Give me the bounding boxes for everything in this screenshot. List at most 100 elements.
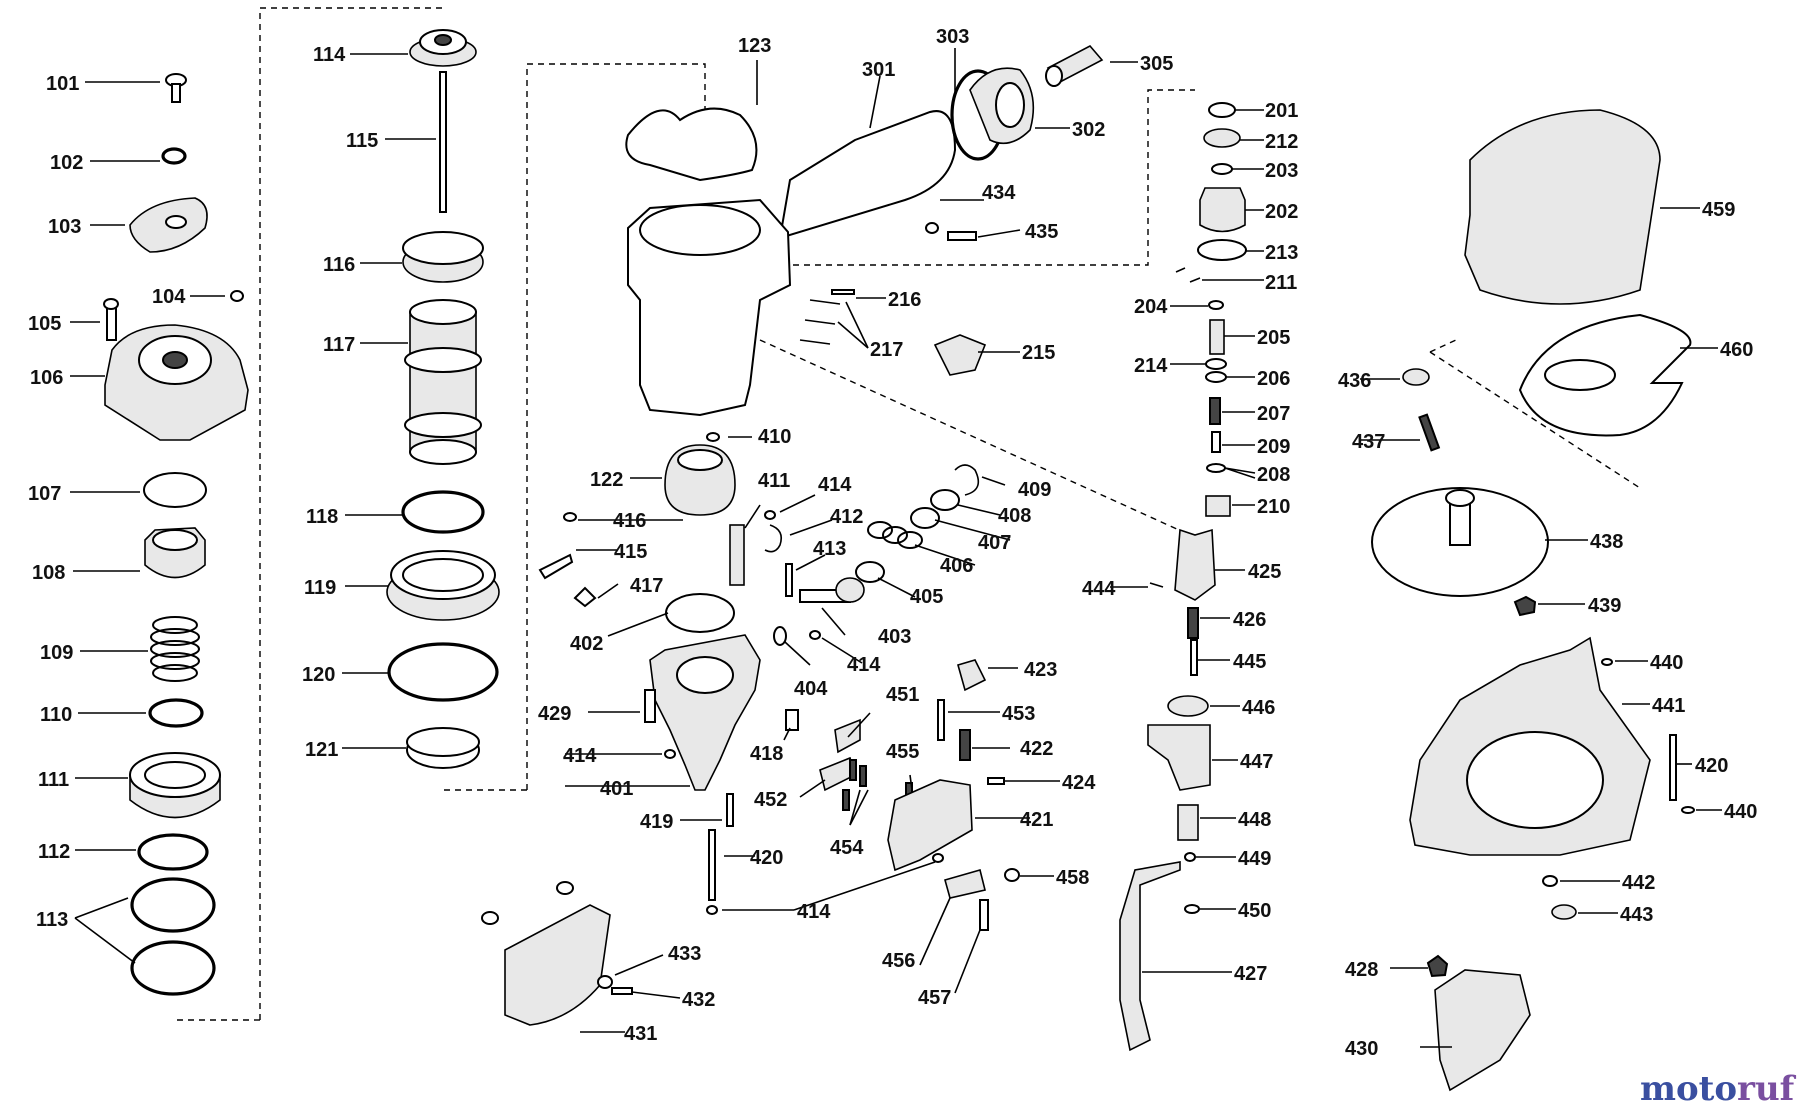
part-414-washer-e bbox=[932, 853, 944, 863]
part-108-head-valve bbox=[144, 527, 206, 579]
part-102-washer bbox=[161, 147, 187, 165]
part-425-pivot bbox=[1174, 528, 1216, 601]
part-415-pin bbox=[538, 553, 574, 580]
watermark-text-part2: ruf bbox=[1737, 1069, 1797, 1109]
magazine-assembly bbox=[1371, 109, 1695, 1092]
part-440-pin-b bbox=[1681, 806, 1695, 814]
label-119: 119 bbox=[304, 577, 336, 599]
label-118: 118 bbox=[306, 506, 338, 528]
callout-labels: 101 102 103 104 105 106 107 108 109 110 … bbox=[28, 26, 1757, 1060]
part-114-piston-head bbox=[409, 29, 477, 67]
part-411-trigger-plate bbox=[729, 524, 745, 586]
trigger-assembly bbox=[481, 464, 1020, 1026]
part-420-pin-a bbox=[708, 829, 716, 901]
label-433: 433 bbox=[668, 943, 701, 965]
label-205: 205 bbox=[1257, 327, 1290, 349]
part-211-pin-a bbox=[1175, 267, 1186, 273]
label-112: 112 bbox=[38, 841, 70, 863]
label-301: 301 bbox=[862, 59, 895, 81]
label-302: 302 bbox=[1072, 119, 1105, 141]
label-116: 116 bbox=[323, 254, 355, 276]
label-101: 101 bbox=[46, 73, 79, 95]
label-455: 455 bbox=[886, 741, 919, 763]
part-201-oring bbox=[1208, 102, 1236, 118]
label-460: 460 bbox=[1720, 339, 1753, 361]
label-414-b: 414 bbox=[847, 654, 881, 676]
watermark-text-part1: moto bbox=[1640, 1069, 1737, 1109]
label-420-a: 420 bbox=[750, 847, 783, 869]
part-457-screw bbox=[979, 899, 989, 931]
part-305-fitting bbox=[1045, 44, 1104, 87]
part-408-washer bbox=[930, 489, 960, 511]
part-440-pin-a bbox=[1601, 658, 1613, 666]
part-117-cylinder bbox=[404, 299, 482, 465]
label-459: 459 bbox=[1702, 199, 1735, 221]
part-431-guard bbox=[481, 881, 611, 1026]
part-409-clip bbox=[954, 464, 980, 496]
label-209: 209 bbox=[1257, 436, 1290, 458]
label-413: 413 bbox=[813, 538, 846, 560]
part-438-platform bbox=[1371, 487, 1549, 597]
label-444: 444 bbox=[1082, 578, 1116, 600]
label-211: 211 bbox=[1265, 272, 1297, 294]
label-103: 103 bbox=[48, 216, 81, 238]
part-454-springs bbox=[842, 759, 867, 811]
part-427-nose-piece bbox=[1119, 861, 1181, 1052]
label-105: 105 bbox=[28, 313, 61, 335]
part-419-pin bbox=[726, 793, 734, 827]
label-210: 210 bbox=[1257, 496, 1290, 518]
nose-column bbox=[1119, 528, 1216, 1052]
label-203: 203 bbox=[1265, 160, 1298, 182]
label-303: 303 bbox=[936, 26, 969, 48]
part-204-oring bbox=[1208, 300, 1224, 310]
part-208-oring bbox=[1206, 463, 1226, 473]
label-446: 446 bbox=[1242, 697, 1275, 719]
part-406-spring bbox=[867, 521, 923, 549]
label-438: 438 bbox=[1590, 531, 1623, 553]
label-114: 114 bbox=[313, 44, 346, 66]
label-449: 449 bbox=[1238, 848, 1271, 870]
part-113-oring-b bbox=[130, 940, 216, 996]
label-409: 409 bbox=[1018, 479, 1051, 501]
label-425: 425 bbox=[1248, 561, 1281, 583]
part-410-oring bbox=[706, 432, 720, 442]
label-456: 456 bbox=[882, 950, 915, 972]
label-428: 428 bbox=[1345, 959, 1378, 981]
label-403: 403 bbox=[878, 626, 911, 648]
label-439: 439 bbox=[1588, 595, 1621, 617]
label-405: 405 bbox=[910, 586, 943, 608]
svg-text:motoruf: motoruf bbox=[1640, 1069, 1797, 1109]
part-210-cap bbox=[1205, 495, 1231, 517]
label-421: 421 bbox=[1020, 809, 1053, 831]
part-424-pin bbox=[987, 777, 1005, 785]
watermark-logo: motoruf bbox=[1640, 1069, 1797, 1109]
housing-assembly bbox=[625, 44, 1104, 442]
label-201: 201 bbox=[1265, 100, 1298, 122]
label-120: 120 bbox=[302, 664, 335, 686]
label-454: 454 bbox=[830, 837, 864, 859]
label-450: 450 bbox=[1238, 900, 1271, 922]
label-113: 113 bbox=[36, 909, 68, 931]
label-122: 122 bbox=[590, 469, 623, 491]
part-206-oring bbox=[1205, 371, 1227, 383]
label-453: 453 bbox=[1002, 703, 1035, 725]
part-414-washer-a bbox=[764, 510, 776, 520]
label-204: 204 bbox=[1134, 296, 1168, 318]
part-118-oring bbox=[401, 490, 485, 534]
part-414-washer-d bbox=[706, 905, 718, 915]
label-305: 305 bbox=[1140, 53, 1173, 75]
part-207-spring bbox=[1209, 397, 1221, 425]
part-101-screw bbox=[165, 73, 187, 103]
part-211-pin-b bbox=[1189, 277, 1201, 283]
part-435-pin bbox=[947, 231, 977, 241]
part-407-seal bbox=[910, 507, 940, 529]
part-215-bracket bbox=[933, 334, 987, 376]
housing-body bbox=[627, 198, 792, 417]
part-443-screw bbox=[1551, 904, 1577, 920]
label-431: 431 bbox=[624, 1023, 657, 1045]
label-443: 443 bbox=[1620, 904, 1653, 926]
part-422-spring bbox=[959, 729, 971, 761]
label-440-a: 440 bbox=[1650, 652, 1683, 674]
part-402-gasket bbox=[665, 593, 735, 633]
label-110: 110 bbox=[40, 704, 72, 726]
